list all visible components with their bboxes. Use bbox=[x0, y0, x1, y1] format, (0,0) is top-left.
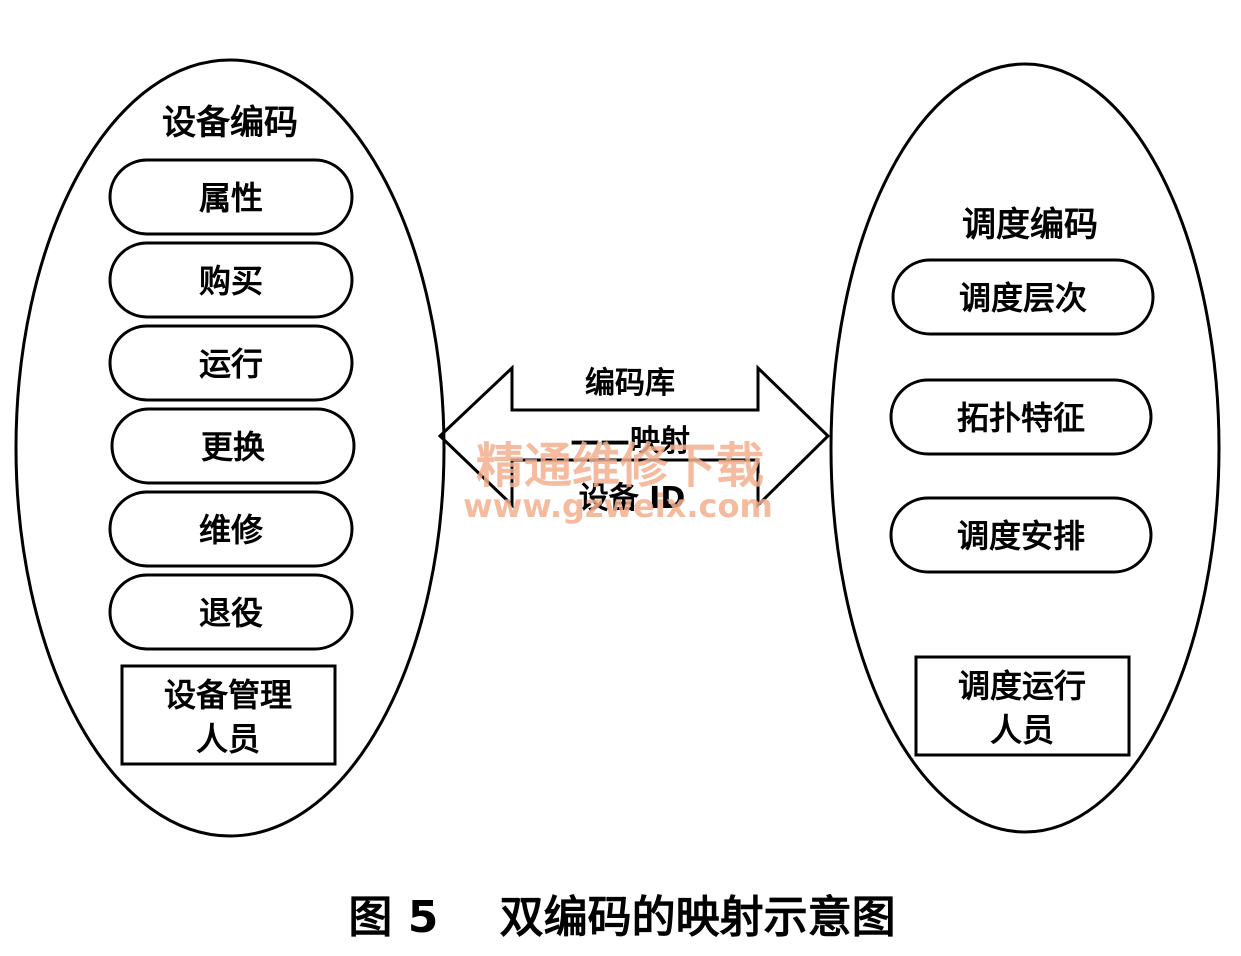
left-pill-6-label: 退役 bbox=[199, 594, 263, 632]
arrow-text-line3: 设备 ID bbox=[579, 481, 686, 516]
left-pill-1 bbox=[108, 158, 354, 236]
left-role-box bbox=[120, 664, 337, 766]
left-ellipse bbox=[14, 58, 446, 838]
left-pill-3 bbox=[108, 324, 354, 402]
left-pill-5 bbox=[108, 490, 354, 568]
right-pill-1 bbox=[891, 258, 1155, 336]
left-pill-4 bbox=[110, 407, 356, 485]
left-title: 设备编码 bbox=[162, 103, 298, 143]
arrow-text-line1: 编码库 bbox=[585, 366, 675, 401]
left-role-line2: 人员 bbox=[196, 720, 260, 758]
mapping-double-arrow bbox=[437, 364, 831, 509]
watermark-title: 精通维修下载 bbox=[476, 438, 764, 494]
right-title: 调度编码 bbox=[962, 205, 1098, 245]
left-pill-3-label: 运行 bbox=[199, 345, 263, 383]
left-pill-5-label: 维修 bbox=[199, 511, 264, 549]
right-role-box bbox=[914, 655, 1131, 757]
right-pill-3 bbox=[889, 496, 1153, 574]
left-pill-6 bbox=[108, 573, 354, 651]
left-pill-2 bbox=[108, 241, 354, 319]
right-pill-1-label: 调度层次 bbox=[959, 279, 1087, 317]
left-pill-2-label: 购买 bbox=[199, 262, 263, 300]
left-pill-1-label: 属性 bbox=[199, 179, 263, 217]
watermark-url: www.gzweix.com bbox=[463, 487, 773, 525]
right-pill-2-label: 拓扑特征 bbox=[957, 399, 1085, 437]
right-role-line2: 人员 bbox=[990, 711, 1054, 749]
right-ellipse bbox=[829, 62, 1221, 834]
right-pill-2 bbox=[889, 378, 1153, 456]
right-pill-3-label: 调度安排 bbox=[957, 517, 1085, 555]
right-role-line1: 调度运行 bbox=[958, 667, 1086, 705]
arrow-text-line2: ——映射 bbox=[570, 424, 690, 459]
figure-caption: 图 5 双编码的映射示意图 bbox=[348, 892, 895, 943]
left-pill-4-label: 更换 bbox=[201, 428, 265, 466]
left-role-line1: 设备管理 bbox=[164, 676, 292, 714]
